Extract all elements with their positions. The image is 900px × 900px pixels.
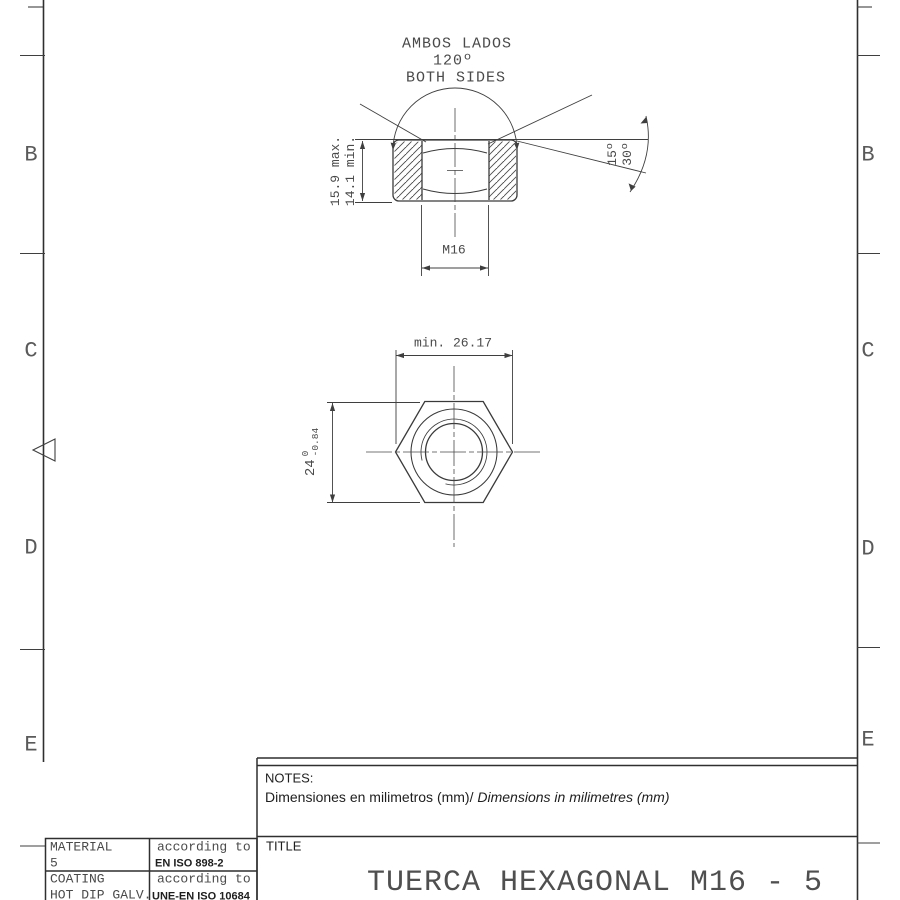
chamfer-note-spanish: AMBOS LADOS — [401, 35, 513, 53]
zone-letter-right-c: C — [861, 338, 875, 364]
zone-letter-right-b: B — [861, 142, 875, 168]
notes-heading: NOTES: — [265, 770, 314, 786]
coating-standard: UNE-EN ISO 10684 — [152, 890, 250, 900]
angle-max-value: 30º — [620, 142, 635, 166]
material-value: 5 — [50, 855, 58, 871]
nut-height-dimension: 15.9 max. 14.1 min. — [328, 135, 359, 207]
zone-letter-left-e: E — [24, 732, 38, 758]
notes-text-spanish: Dimensiones en milimetros (mm)/ — [265, 788, 474, 805]
coating-according-to: according to — [157, 871, 251, 887]
title-label: TITLE — [266, 838, 302, 854]
across-flats-dimension: 24 0 -0.84 — [300, 427, 321, 477]
coating-label: COATING — [50, 871, 105, 887]
material-label: MATERIAL — [50, 839, 113, 855]
drawing-title: TUERCA HEXAGONAL M16 - 5 — [366, 865, 824, 900]
coating-value: HOT DIP GALV. — [50, 887, 152, 900]
height-min-value: 14.1 min. — [343, 135, 358, 207]
across-flats-value: 24 — [302, 459, 319, 477]
notes-content: Dimensiones en milimetros (mm)/ Dimensio… — [265, 789, 670, 805]
zone-letter-left-b: B — [24, 142, 38, 168]
height-max-value: 15.9 max. — [328, 135, 344, 207]
zone-letter-right-e: E — [861, 727, 875, 753]
chamfer-note-english: BOTH SIDES — [405, 69, 507, 87]
washer-face-angle-dimension: 15º 30º — [605, 142, 636, 166]
material-standard: EN ISO 898-2 — [155, 857, 224, 870]
material-according-to: according to — [157, 839, 251, 855]
across-flats-lower-tolerance: -0.84 — [310, 427, 321, 457]
zone-letter-left-d: D — [24, 535, 38, 561]
angle-min-value: 15º — [605, 142, 621, 166]
chamfer-angle-value: 120º — [432, 52, 474, 70]
thread-size-dimension: M16 — [442, 242, 466, 258]
across-corners-dimension: min. 26.17 — [413, 335, 493, 351]
zone-letter-left-c: C — [24, 338, 38, 364]
notes-text-english: Dimensions in milimetres (mm) — [473, 788, 670, 805]
centering-mark-triangle — [31, 438, 56, 462]
zone-letter-right-d: D — [861, 536, 875, 562]
